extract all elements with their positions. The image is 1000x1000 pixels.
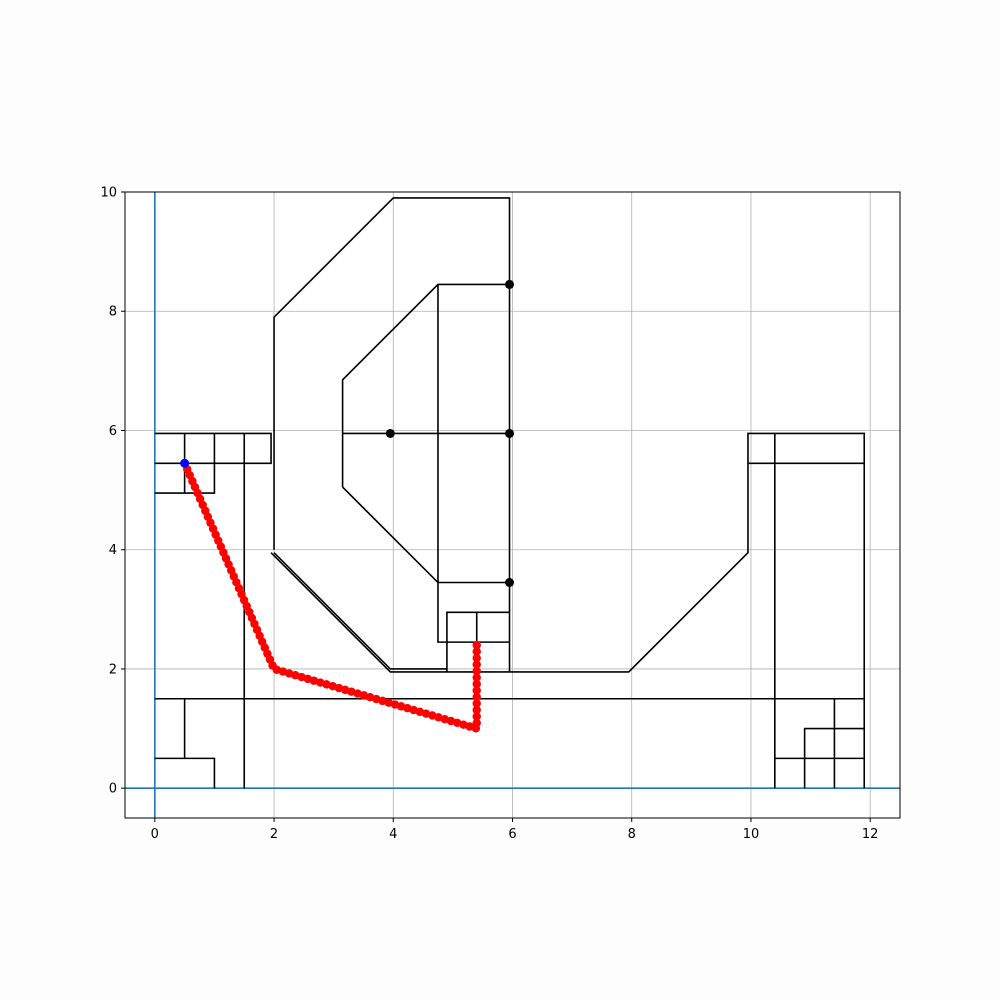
path-point xyxy=(472,640,481,650)
obstacle-wall xyxy=(154,432,272,465)
x-tick-label: 2 xyxy=(270,827,278,842)
path-point xyxy=(472,647,481,656)
start-marker xyxy=(180,458,190,468)
node-point xyxy=(505,578,515,588)
y-tick-label: 2 xyxy=(109,662,117,677)
x-tick-label: 0 xyxy=(151,827,159,842)
obstacle-wall xyxy=(446,611,510,672)
obstacle-wall xyxy=(803,727,865,789)
graph-nodes xyxy=(385,279,515,588)
path-point xyxy=(472,666,481,676)
obstacle-wall xyxy=(273,552,447,670)
planned-path xyxy=(180,459,481,733)
path-point xyxy=(472,673,481,682)
x-tick-label: 10 xyxy=(743,827,760,842)
y-tick-label: 0 xyxy=(109,782,117,797)
x-tick-label: 12 xyxy=(862,827,879,842)
axis-lines xyxy=(125,192,900,818)
path-point xyxy=(472,679,481,689)
x-tick-label: 8 xyxy=(628,827,636,842)
node-point xyxy=(505,279,515,289)
start-point xyxy=(180,458,190,468)
obstacle-wall xyxy=(437,284,510,643)
y-tick-label: 8 xyxy=(109,305,117,320)
path-point xyxy=(472,653,481,663)
obstacle-wall xyxy=(270,432,866,789)
y-tick-label: 10 xyxy=(100,186,117,201)
y-tick-label: 6 xyxy=(109,424,117,439)
path-point xyxy=(472,686,481,695)
path-point xyxy=(472,712,481,721)
path-point xyxy=(472,692,481,702)
x-tick-label: 6 xyxy=(508,827,516,842)
node-point xyxy=(505,428,515,438)
path-point xyxy=(472,699,481,708)
path-point xyxy=(472,705,481,715)
path-point xyxy=(472,718,481,728)
path-point xyxy=(472,660,481,669)
obstacle-wall xyxy=(273,197,511,672)
obstacle-wall xyxy=(154,757,216,789)
y-tick-label: 4 xyxy=(109,543,117,558)
x-tick-label: 4 xyxy=(389,827,397,842)
obstacle-wall xyxy=(154,433,216,494)
axis-ticks: 0 2 4 6 8 10 12 0 2 4 6 8 10 xyxy=(100,186,878,843)
node-point xyxy=(385,428,395,438)
obstacle-walls xyxy=(154,197,866,789)
